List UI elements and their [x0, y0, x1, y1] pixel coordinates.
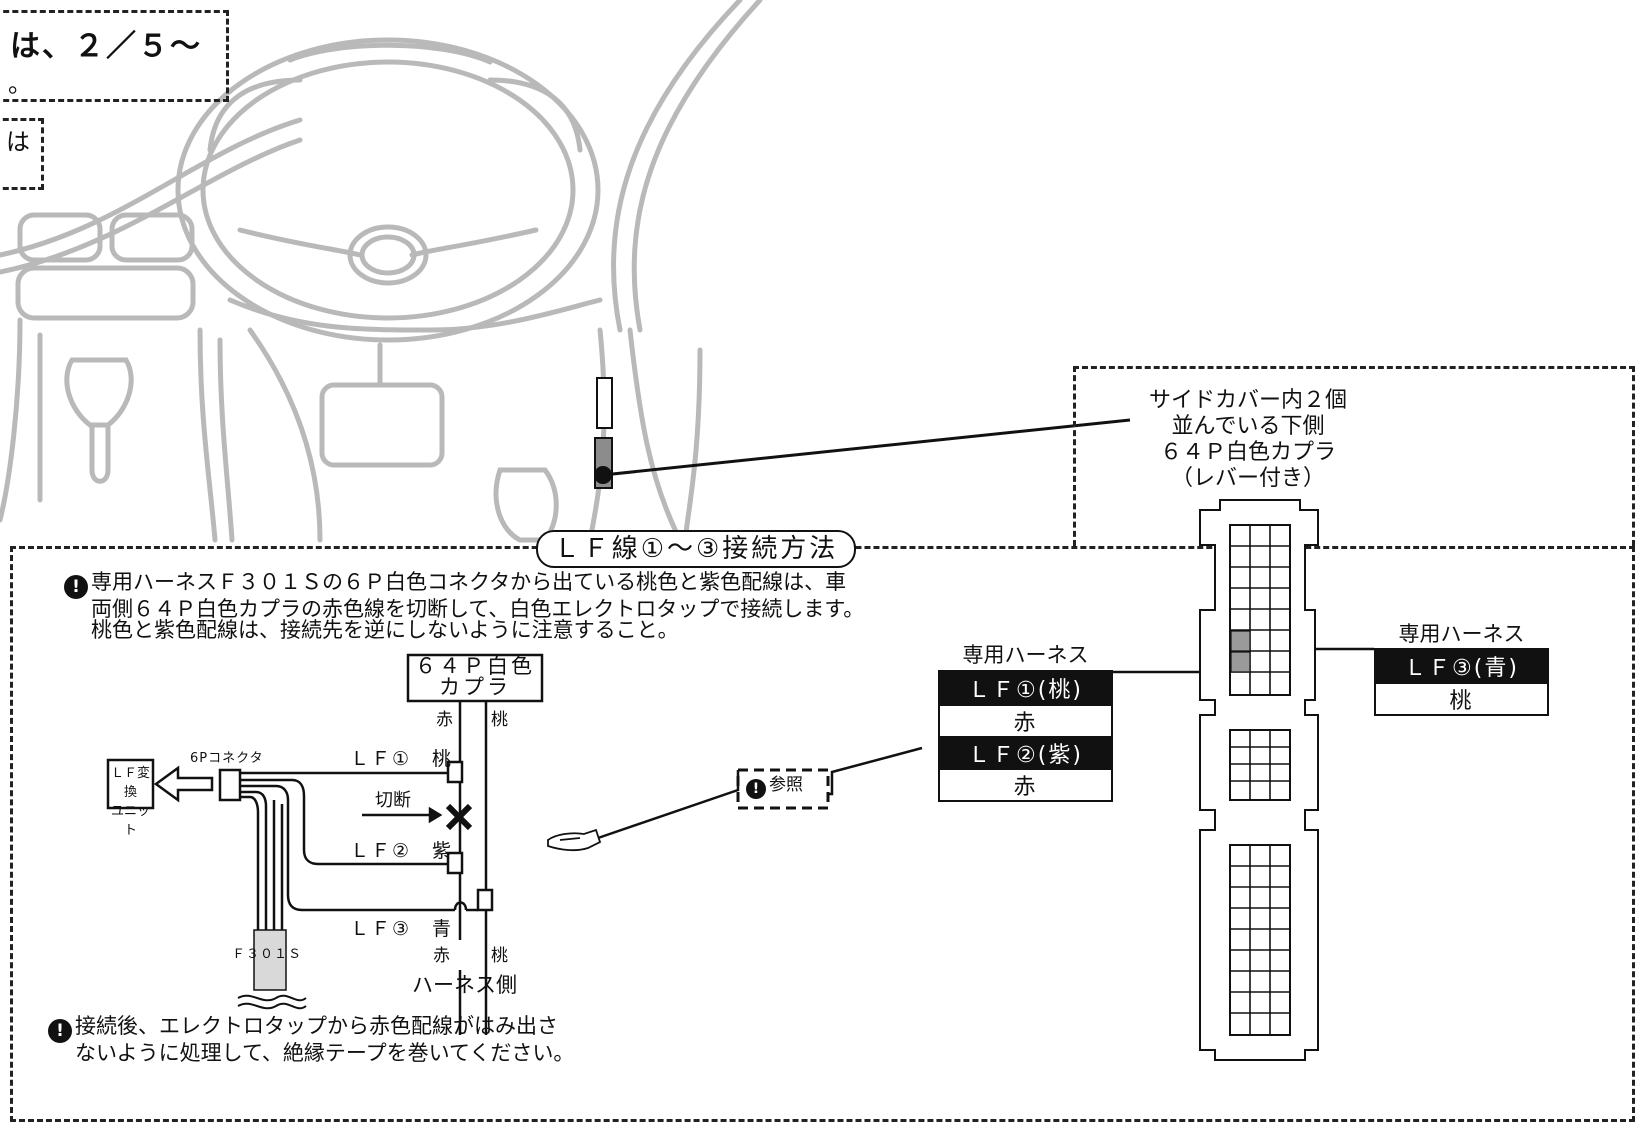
lf3-wire-label: ＬＦ③ 青 [350, 918, 454, 940]
tap-lf3 [476, 888, 494, 912]
connector-6p-label: 6Pコネクタ [190, 751, 264, 766]
red-wire-top-label: 赤 [436, 710, 453, 730]
harness-left-row-red-1: 赤 [940, 704, 1111, 736]
location-label-line-2: 並んでいる下側 [1171, 414, 1325, 439]
harness-right-title: 専用ハーネス [1398, 622, 1525, 646]
warning-icon: ! [64, 575, 88, 599]
top-note-2: は [6, 128, 30, 156]
harness-left-row-lf1: ＬＦ①(桃) [940, 672, 1111, 704]
lf-unit-label: ＬＦ変換 ユニット [108, 764, 153, 840]
instruction-note: !専用ハーネスＦ３０１Ｓの６Ｐ白色コネクタから出ている桃色と紫色配線は、車 両側… [64, 572, 864, 641]
after-line-2: ないように処理して、絶縁テープを巻いてください。 [75, 1041, 575, 1065]
lf-unit-line-1: ＬＦ変換 [110, 766, 150, 800]
warning-icon: ! [48, 1019, 72, 1043]
reference-label: !参照 [746, 777, 803, 799]
pink-wire-top-label: 桃 [491, 710, 508, 730]
coupler-label-line-2: カプラ [439, 675, 511, 699]
pink-wire-bottom-label: 桃 [491, 946, 508, 966]
instruction-line-3: 桃色と紫色配線は、接続先を逆にしないように注意すること。 [91, 618, 679, 642]
location-label-line-3: ６４Ｐ白色カプラ [1159, 440, 1336, 465]
top-note-1-line-2: 。 [8, 70, 32, 98]
6p-connector [218, 768, 242, 802]
f301s-label: Ｆ３０１Ｓ [232, 947, 303, 962]
lf1-wire-label: ＬＦ① 桃 [350, 748, 454, 770]
instruction-line-2: 両側６４Ｐ白色カプラの赤色線を切断して、白色エレクトロタップで接続します。 [91, 597, 865, 621]
f301s-sleeve [253, 929, 287, 991]
after-connection-note: !接続後、エレクトロタップから赤色配線がはみ出さ ないように処理して、絶縁テープ… [48, 1016, 574, 1064]
coupler-label: ６４Ｐ白色 カプラ [408, 656, 542, 698]
lf-unit-box [106, 758, 155, 810]
harness-left-row-red-2: 赤 [940, 768, 1111, 800]
steering-wheel-icon [175, 37, 601, 343]
harness-right-row-lf3: ＬＦ③(青) [1376, 650, 1547, 682]
top-note-1-line-1: は、２／５～ [10, 29, 202, 64]
location-label: サイドカバー内２個 並んでいる下側 ６４Ｐ白色カプラ （レバー付き） [1118, 388, 1378, 492]
red-wire-bottom-label: 赤 [433, 946, 450, 966]
harness-right-table: ＬＦ③(青) 桃 [1374, 648, 1549, 716]
coupler-label-line-1: ６４Ｐ白色 [415, 654, 535, 678]
harness-side-label: ハーネス側 [412, 973, 517, 997]
harness-left-table: ＬＦ①(桃) 赤 ＬＦ②(紫) 赤 [938, 670, 1113, 802]
top-note-box-2 [0, 118, 44, 190]
location-label-line-4: （レバー付き） [1170, 466, 1325, 491]
lf2-wire-label: ＬＦ② 紫 [350, 840, 454, 862]
coupler-box [406, 653, 544, 703]
section-title: ＬＦ線①～③接続方法 [553, 534, 839, 564]
section-title-badge: ＬＦ線①～③接続方法 [536, 530, 856, 568]
64p-connector [1199, 499, 1319, 1061]
location-label-line-1: サイドカバー内２個 [1148, 388, 1347, 413]
top-note-box-1 [0, 10, 229, 102]
lf-unit-line-2: ユニット [110, 804, 150, 838]
cut-label: 切断 [375, 790, 411, 811]
harness-left-row-lf2: ＬＦ②(紫) [940, 736, 1111, 768]
harness-left-title: 専用ハーネス [962, 643, 1089, 667]
instruction-line-1: !専用ハーネスＦ３０１Ｓの６Ｐ白色コネクタから出ている桃色と紫色配線は、車 [64, 572, 864, 599]
tap-lf2 [446, 851, 464, 875]
tap-lf1 [446, 760, 464, 784]
pointing-hand-icon [547, 828, 602, 852]
cut-mark-icon [445, 803, 473, 831]
arrow-icon [153, 765, 214, 803]
harness-right-row-pink: 桃 [1376, 682, 1547, 714]
location-box [1073, 366, 1635, 546]
after-line-1: !接続後、エレクトロタップから赤色配線がはみ出さ [48, 1016, 574, 1043]
warning-icon: ! [746, 779, 766, 799]
